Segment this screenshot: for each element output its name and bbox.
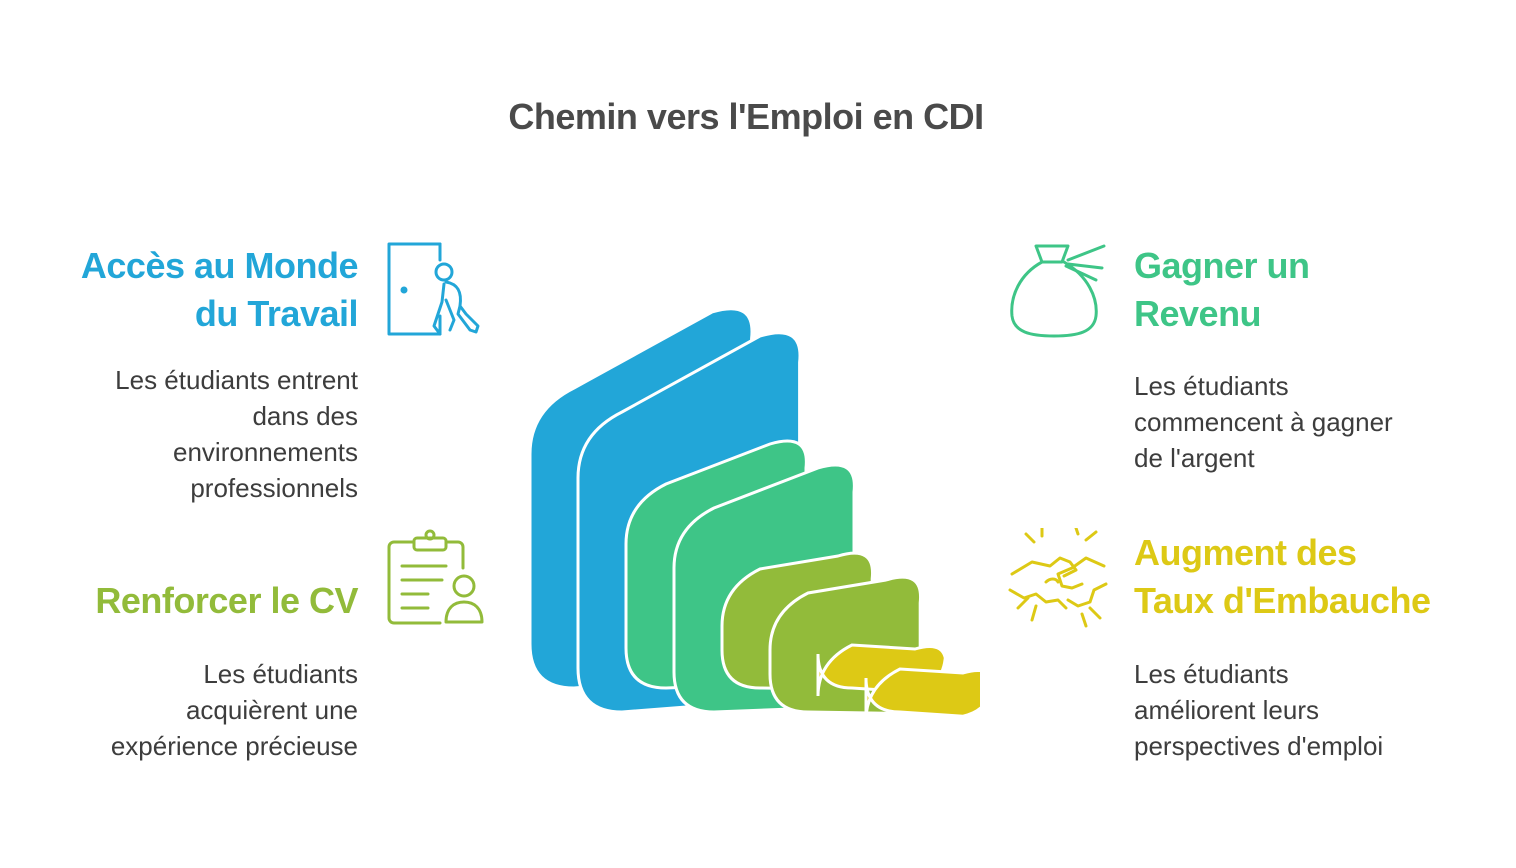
body-acces-line: dans des: [252, 401, 358, 431]
body-cv-line: expérience précieuse: [110, 731, 358, 761]
heading-acces: Accès au Monde du Travail: [80, 242, 359, 338]
layer-slab: [864, 667, 980, 721]
body-taux-line: Les étudiants: [1134, 659, 1289, 689]
heading-cv-line: Renforcer le CV: [95, 580, 358, 621]
body-acces: Les étudiants entrent dans des environne…: [115, 362, 358, 506]
body-gagner-line: de l'argent: [1134, 443, 1255, 473]
page-title: Chemin vers l'Emploi en CDI: [508, 96, 984, 137]
heading-gagner-line: Revenu: [1134, 293, 1262, 334]
body-gagner: Les étudiants commencent à gagner de l'a…: [1134, 368, 1393, 476]
body-taux-line: améliorent leurs: [1134, 695, 1319, 725]
heading-taux-line: Taux d'Embauche: [1134, 580, 1431, 621]
body-cv-line: acquièrent une: [185, 695, 358, 725]
body-acces-line: professionnels: [190, 473, 358, 503]
clipboard-person-icon: [387, 529, 484, 625]
heading-gagner-line: Gagner un: [1134, 245, 1310, 286]
heading-taux: Augment des Taux d'Embauche: [1134, 529, 1431, 625]
body-taux-line: perspectives d'emploi: [1134, 731, 1384, 761]
heading-gagner: Gagner un Revenu: [1134, 242, 1310, 338]
body-acces-line: environnements: [173, 437, 358, 467]
heading-taux-line: Augment des: [1134, 532, 1357, 573]
body-cv: Les étudiants acquièrent une expérience …: [111, 656, 358, 764]
body-gagner-line: Les étudiants: [1134, 371, 1289, 401]
body-cv-line: Les étudiants: [203, 659, 358, 689]
body-acces-line: Les étudiants entrent: [115, 365, 358, 395]
money-bag-icon: [1010, 244, 1106, 338]
heading-cv: Renforcer le CV: [95, 577, 358, 625]
handshake-icon: [1008, 528, 1108, 628]
body-taux: Les étudiants améliorent leurs perspecti…: [1134, 656, 1383, 764]
layers-group: [528, 307, 980, 721]
body-gagner-line: commencent à gagner: [1134, 407, 1393, 437]
layered-stack-graphic: [528, 307, 980, 721]
heading-acces-line: du Travail: [194, 293, 359, 334]
heading-acces-line: Accès au Monde: [80, 245, 359, 286]
door-exit-person-icon: [387, 242, 480, 336]
